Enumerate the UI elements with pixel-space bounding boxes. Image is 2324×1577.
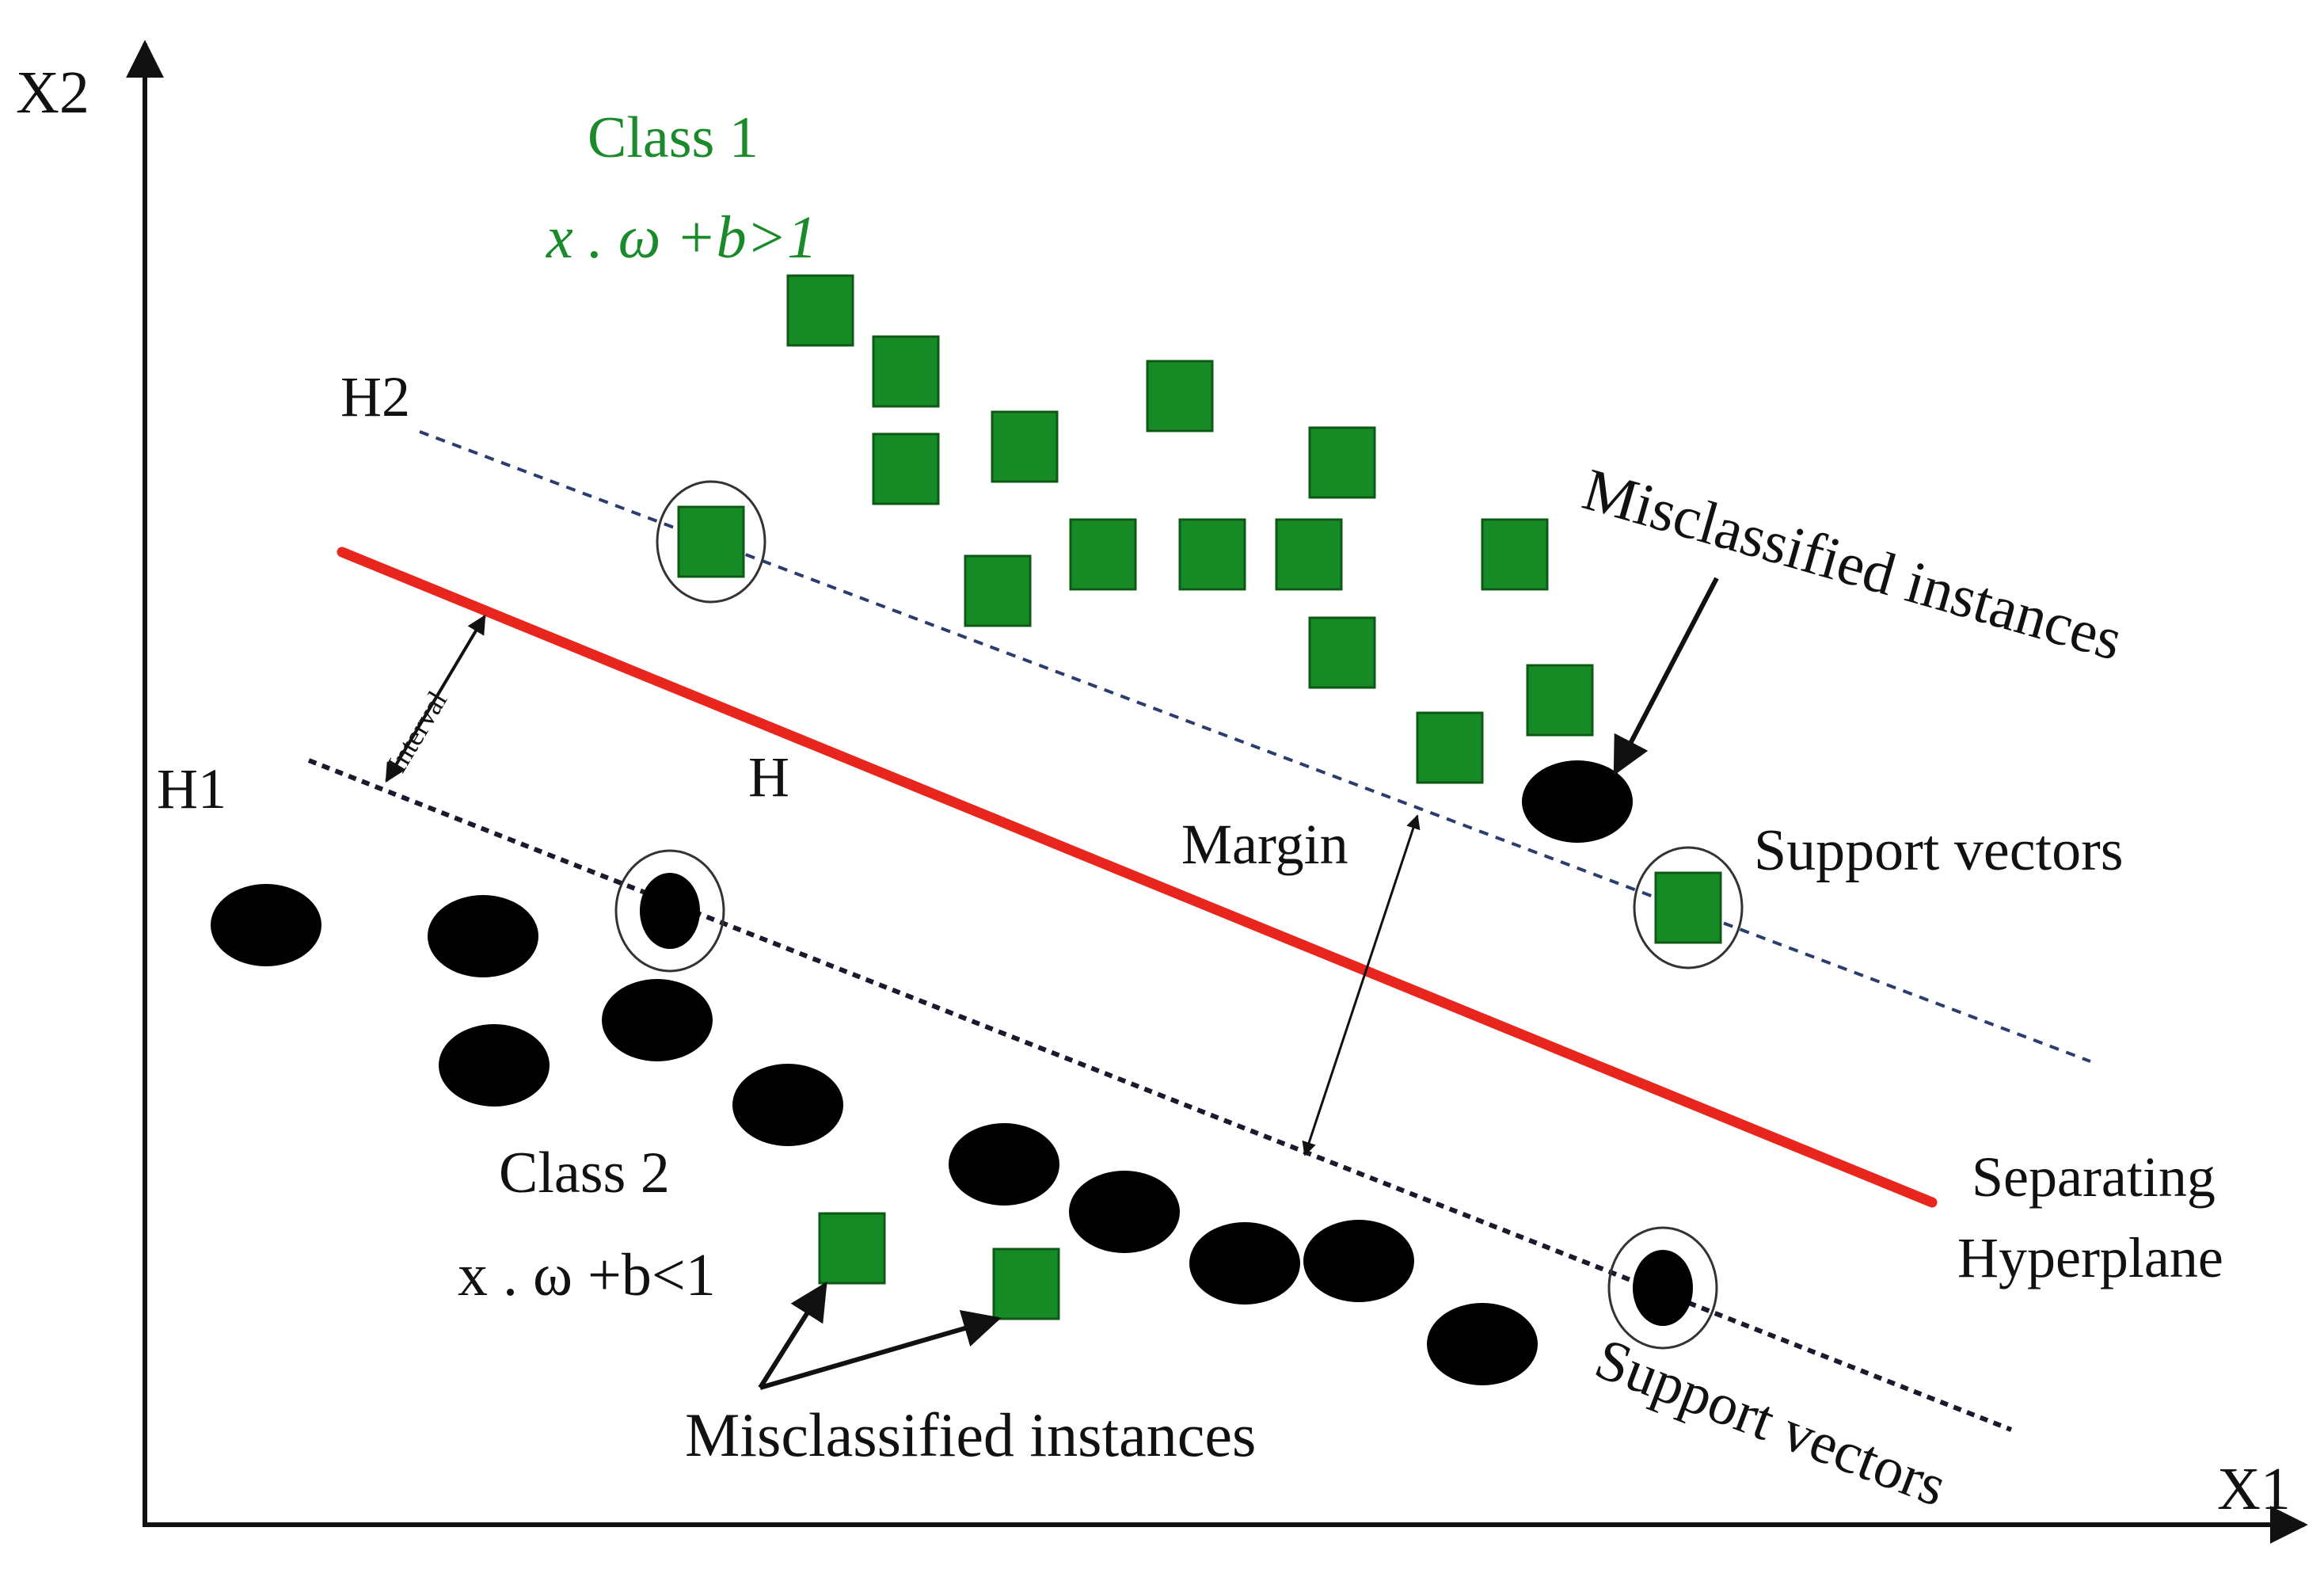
class2-point [949, 1123, 1059, 1206]
class1-support-vector [1654, 871, 1722, 944]
class2-support-vector [1633, 1250, 1693, 1326]
class2-point [1189, 1222, 1300, 1305]
axes: X2 X1 [16, 40, 2308, 1544]
class1-point [1481, 518, 1549, 591]
h1-line [307, 758, 2013, 1432]
class1-point [1416, 711, 1484, 784]
support-vector-rings [614, 480, 1744, 1350]
support-vectors-bottom-label: Support vectors [1587, 1326, 1955, 1519]
support-vector-ring [614, 849, 725, 973]
misclassified-point [818, 1212, 886, 1285]
class2-point [428, 895, 538, 977]
hyperplane-label: Separating Hyperplane [1957, 1145, 2223, 1289]
class1-point [872, 335, 940, 408]
hyperplane-label-line1: Separating [1972, 1145, 2216, 1209]
class2-support-vector [640, 873, 700, 949]
h2-label: H2 [340, 365, 410, 429]
class1-label: Class 1 [588, 105, 759, 170]
misclassified-top-label: Misclassified instances [1576, 456, 2129, 673]
misclassified-bottom-arrow-1 [758, 1281, 827, 1389]
x-axis-label: X1 [2217, 1456, 2291, 1522]
class1-point [1308, 616, 1376, 689]
class1-equation: x . ω +b>1 [546, 204, 817, 271]
misclassified-top-arrow [1613, 577, 1719, 776]
margin-arrow [1302, 814, 1421, 1156]
h-label: H [748, 745, 789, 809]
separating-hyperplane [337, 547, 1938, 1208]
class2-points [211, 760, 1693, 1385]
misclassified-bottom-label: Misclassified instances [685, 1400, 1256, 1469]
hyperplane-label-line2: Hyperplane [1957, 1226, 2223, 1289]
class2-point [1427, 1303, 1538, 1385]
support-vectors-top-label: Support vectors [1754, 818, 2124, 883]
interval-annotation: Interval [381, 614, 486, 783]
class2-label: Class 2 [499, 1141, 670, 1206]
class1-point [1308, 426, 1376, 499]
h1-label: H1 [157, 757, 226, 821]
misclassified-point [1522, 760, 1633, 843]
class2-point [1069, 1171, 1180, 1253]
misclassified-bottom-arrow-2 [759, 1309, 1002, 1390]
class1-point [1526, 664, 1594, 737]
class1-point [786, 274, 854, 347]
class1-point [1275, 518, 1343, 591]
class2-equation: x . ω +b<1 [458, 1242, 716, 1308]
support-vector-ring [1607, 1226, 1718, 1350]
class1-point [991, 410, 1059, 483]
interval-arrow [385, 614, 486, 783]
class1-point [872, 432, 940, 505]
misclassified-bottom-annotation: Misclassified instances [685, 1281, 1256, 1469]
class1-point [1146, 360, 1214, 432]
class2-point [439, 1024, 550, 1107]
class1-support-vector [677, 505, 745, 578]
misclassified-point [992, 1248, 1060, 1320]
class1-points [677, 274, 1722, 1320]
class2-point [732, 1064, 843, 1146]
class1-point [1069, 518, 1137, 591]
support-vector-ring [656, 480, 766, 604]
misclassified-top-annotation: Misclassified instances [1576, 456, 2129, 776]
support-vector-ring [1633, 846, 1744, 969]
class1-point [964, 554, 1032, 627]
class2-point [211, 884, 321, 966]
interval-label: Interval [381, 686, 454, 779]
margin-label: Margin [1181, 813, 1348, 876]
y-axis-label: X2 [16, 59, 89, 126]
class2-point [1303, 1220, 1414, 1302]
class1-point [1178, 518, 1246, 591]
margin-annotation: Margin [1181, 813, 1421, 1156]
class2-point [602, 979, 713, 1061]
